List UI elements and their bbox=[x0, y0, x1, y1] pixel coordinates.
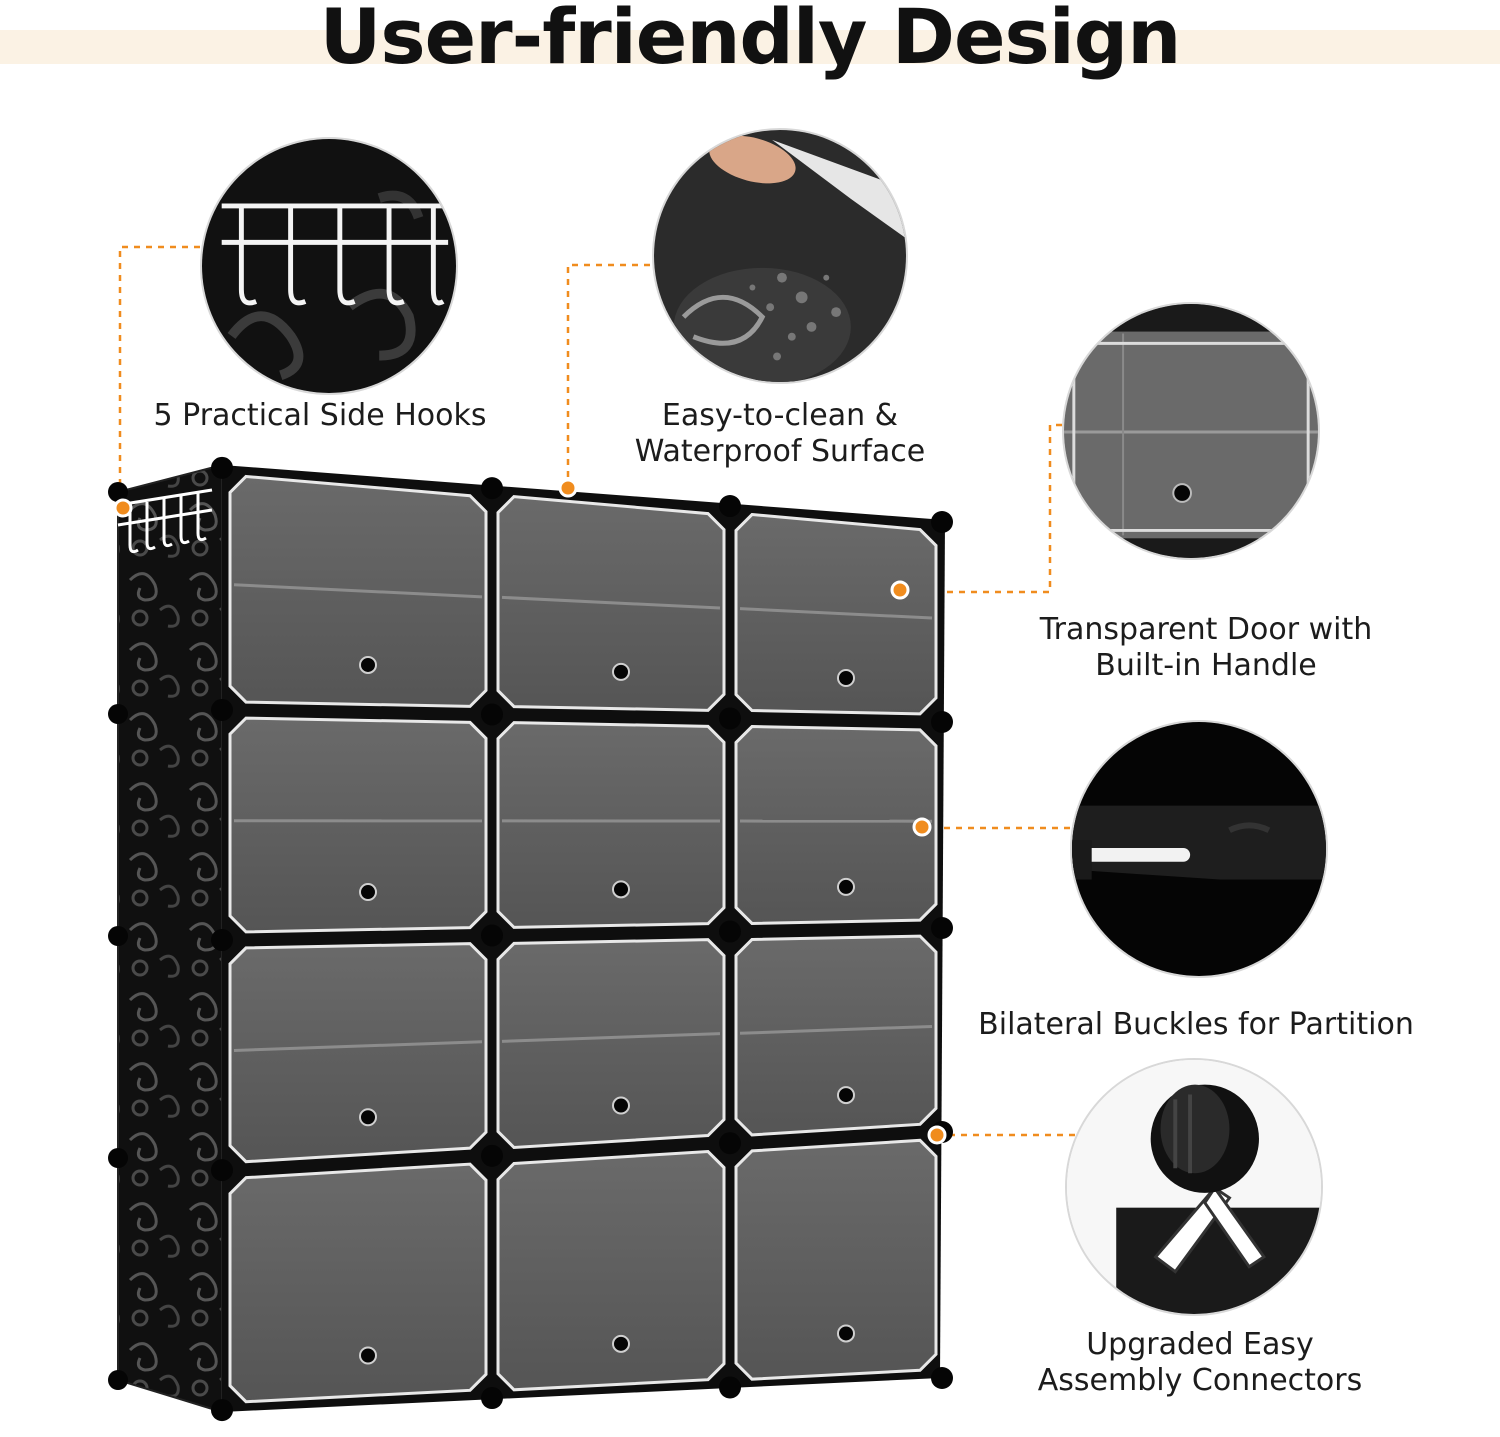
callout-dot-surface bbox=[558, 478, 578, 498]
cabinet-door bbox=[496, 495, 726, 712]
callout-line-surface bbox=[566, 263, 650, 488]
side-panel bbox=[117, 463, 223, 1414]
cabinet-door bbox=[228, 716, 488, 934]
door-handle-hole bbox=[612, 880, 630, 899]
caption-connectors: Upgraded Easy Assembly Connectors bbox=[1000, 1327, 1400, 1399]
callout-line-door bbox=[903, 423, 1062, 594]
caption-surface-line-2: Waterproof Surface bbox=[634, 434, 926, 469]
connector bbox=[931, 511, 953, 533]
connector bbox=[481, 924, 503, 947]
cabinet-door bbox=[734, 1138, 938, 1381]
connector bbox=[108, 482, 128, 502]
cabinet-doors bbox=[228, 474, 938, 1404]
connector bbox=[719, 495, 741, 518]
cabinet-door bbox=[734, 934, 938, 1137]
door-handle-hole bbox=[612, 662, 630, 681]
connector bbox=[931, 1367, 953, 1389]
connector bbox=[719, 1132, 741, 1155]
cabinet-door bbox=[734, 725, 938, 925]
cabinet-door bbox=[228, 474, 488, 708]
caption-hooks-line-1: 5 Practical Side Hooks bbox=[153, 398, 487, 433]
detail-circle-connectors bbox=[1065, 1058, 1323, 1316]
connector bbox=[211, 1399, 233, 1422]
caption-buckles: Bilateral Buckles for Partition bbox=[966, 1007, 1426, 1043]
connector bbox=[108, 926, 128, 946]
door-handle-hole bbox=[359, 1108, 377, 1127]
door-handle-hole bbox=[359, 655, 377, 674]
callout-dot-door bbox=[890, 580, 910, 600]
caption-connectors-line-1: Upgraded Easy bbox=[1086, 1327, 1314, 1362]
callout-line-hooks bbox=[118, 245, 200, 505]
connector bbox=[481, 477, 503, 500]
caption-surface: Easy-to-clean & Waterproof Surface bbox=[580, 398, 980, 470]
callout-dot-connectors bbox=[927, 1125, 947, 1145]
connector bbox=[108, 704, 128, 724]
cabinet-door bbox=[734, 512, 938, 716]
connector bbox=[481, 1144, 503, 1167]
connector bbox=[931, 917, 953, 939]
door-handle-hole bbox=[837, 877, 855, 896]
cabinet-door bbox=[228, 1162, 488, 1404]
detail-circle-surface bbox=[652, 128, 908, 384]
cabinet-door bbox=[496, 1149, 726, 1392]
detail-circle-buckles bbox=[1070, 720, 1328, 978]
cabinet-door bbox=[496, 721, 726, 929]
caption-buckles-line-1: Bilateral Buckles for Partition bbox=[978, 1007, 1414, 1042]
connector bbox=[108, 1148, 128, 1168]
door-handle-hole bbox=[837, 668, 855, 687]
door-handle-hole bbox=[359, 1346, 377, 1365]
callout-lines bbox=[118, 245, 1075, 1137]
connector bbox=[719, 707, 741, 730]
detail-circle-hooks bbox=[200, 137, 458, 395]
detail-circle-door bbox=[1062, 302, 1320, 560]
callout-dots bbox=[113, 478, 947, 1145]
connector bbox=[931, 711, 953, 733]
caption-hooks: 5 Practical Side Hooks bbox=[120, 398, 520, 434]
door-handle-hole bbox=[837, 1086, 855, 1105]
title-band bbox=[0, 30, 1500, 64]
page-title: User-friendly Design bbox=[319, 0, 1182, 81]
connector bbox=[211, 456, 233, 479]
door-handle-hole bbox=[612, 1096, 630, 1115]
connector bbox=[481, 703, 503, 726]
caption-surface-line-1: Easy-to-clean & bbox=[661, 398, 899, 433]
caption-door: Transparent Door with Built-in Handle bbox=[1006, 612, 1406, 684]
connector bbox=[211, 1159, 233, 1182]
callout-dot-buckles bbox=[912, 817, 932, 837]
door-handle-hole bbox=[359, 883, 377, 902]
connector bbox=[108, 1370, 128, 1390]
door-handle-hole bbox=[612, 1334, 630, 1353]
caption-door-line-2: Built-in Handle bbox=[1095, 648, 1317, 683]
door-handle-hole bbox=[837, 1324, 855, 1343]
cabinet-door bbox=[496, 938, 726, 1150]
connector bbox=[719, 1376, 741, 1399]
connector bbox=[211, 698, 233, 721]
connector bbox=[481, 1387, 503, 1410]
connector bbox=[719, 920, 741, 943]
cabinet-connectors bbox=[108, 456, 953, 1422]
connector bbox=[211, 929, 233, 952]
side-hooks bbox=[117, 488, 213, 554]
callout-dot-hooks bbox=[113, 498, 133, 518]
caption-door-line-1: Transparent Door with bbox=[1039, 612, 1373, 647]
cabinet-door bbox=[228, 942, 488, 1164]
caption-connectors-line-2: Assembly Connectors bbox=[1037, 1363, 1363, 1398]
